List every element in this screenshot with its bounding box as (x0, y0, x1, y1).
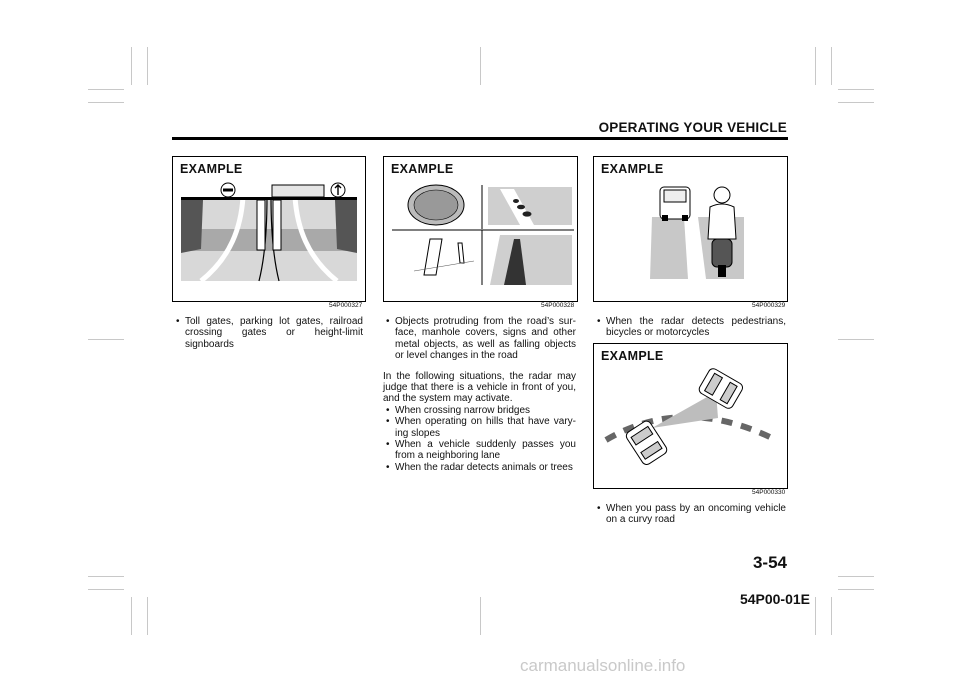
motorcycle-illustration (650, 186, 744, 279)
curvy-road-illustration (604, 368, 778, 465)
column1-text: Toll gates, parking lot gates, railroad … (173, 316, 363, 350)
document-code: 54P00-01E (739, 591, 810, 607)
figure-label: EXAMPLE (601, 162, 664, 176)
figure-pedestrians: EXAMPLE (593, 156, 788, 302)
bullet-item: When operating on hills that have vary-i… (383, 416, 576, 439)
figure-toll-gate: EXAMPLE (172, 156, 366, 302)
crop-mark (831, 597, 832, 635)
crop-mark (838, 339, 874, 340)
crop-mark (88, 102, 124, 103)
figure-code: 54P000330 (752, 489, 786, 496)
toll-gate-illustration (181, 182, 357, 283)
bullet-item: When you pass by an oncoming vehicle on … (594, 503, 786, 526)
crop-mark (147, 597, 148, 635)
road-objects-illustration (392, 184, 574, 285)
figure-label: EXAMPLE (180, 162, 243, 176)
crop-mark (88, 589, 124, 590)
crop-mark (147, 47, 148, 85)
crop-mark (131, 47, 132, 85)
column3-text-bottom: When you pass by an oncoming vehicle on … (594, 503, 786, 526)
column3-text-top: When the radar detects pedestrians, bicy… (594, 316, 786, 339)
crop-mark (88, 89, 124, 90)
header-rule (172, 137, 788, 140)
figure-code: 54P000327 (329, 302, 363, 309)
figure-label: EXAMPLE (391, 162, 454, 176)
figure-label: EXAMPLE (601, 349, 664, 363)
figure-code: 54P000329 (752, 302, 786, 309)
bullet-item: When the radar detects pedestrians, bicy… (594, 316, 786, 339)
crop-mark (131, 597, 132, 635)
crop-mark (838, 576, 874, 577)
page-number: 3-54 (752, 553, 787, 572)
bullet-item: When the radar detects animals or trees (383, 462, 576, 474)
figure-road-objects: EXAMPLE (383, 156, 578, 302)
crop-mark (88, 339, 124, 340)
crop-mark (838, 589, 874, 590)
crop-mark (815, 47, 816, 85)
paragraph: In the following situations, the radar m… (383, 370, 576, 405)
crop-mark (831, 47, 832, 85)
crop-mark (480, 597, 481, 635)
figure-curvy-road: EXAMPLE (593, 343, 788, 489)
bullet-item: Toll gates, parking lot gates, railroad … (173, 316, 363, 350)
bullet-item: When crossing narrow bridges (383, 405, 576, 417)
crop-mark (838, 102, 874, 103)
crop-mark (815, 597, 816, 635)
crop-mark (88, 576, 124, 577)
watermark: carmanualsonline.info (520, 656, 686, 675)
crop-mark (480, 47, 481, 85)
column2-text: Objects protruding from the road’s sur-f… (383, 316, 576, 474)
figure-code: 54P000328 (541, 302, 575, 309)
bullet-item: When a vehicle suddenly passes you from … (383, 439, 576, 462)
bullet-item: Objects protruding from the road’s sur-f… (383, 316, 576, 362)
crop-mark (838, 89, 874, 90)
section-title: OPERATING YOUR VEHICLE (598, 120, 787, 135)
